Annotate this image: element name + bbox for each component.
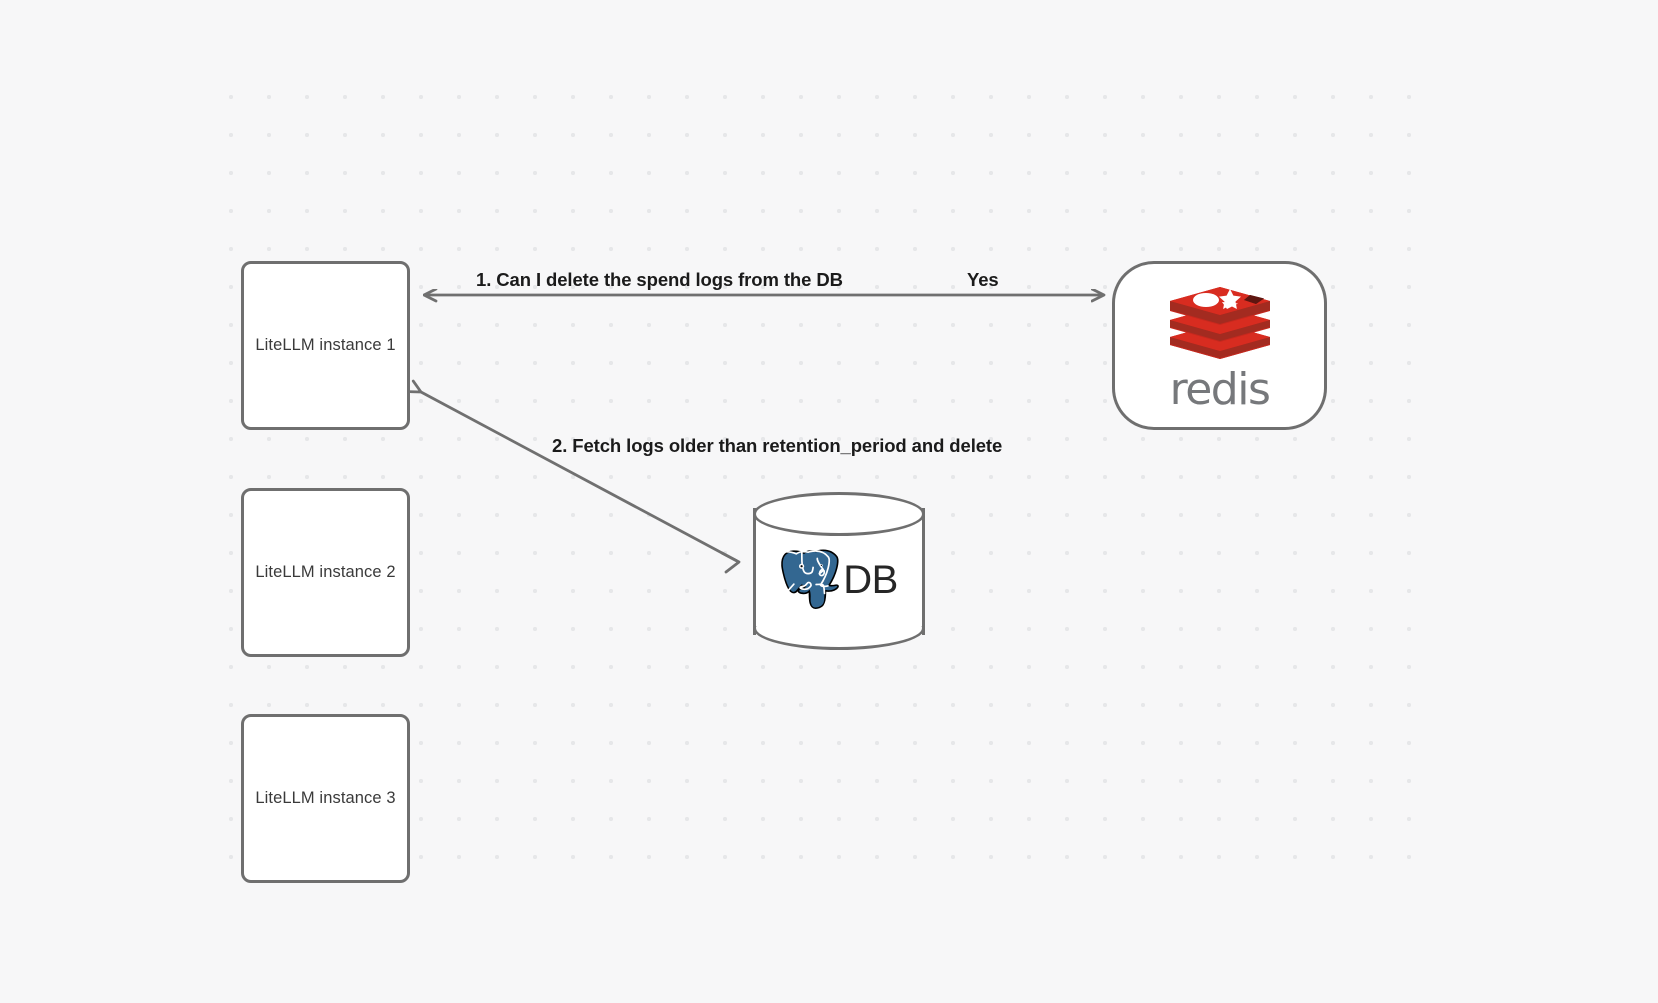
redis-wordmark: redis xyxy=(1169,364,1271,415)
edge-label-2: 2. Fetch logs older than retention_perio… xyxy=(552,435,1003,456)
node-label: LiteLLM instance 2 xyxy=(255,563,396,581)
edge-label-1-response: Yes xyxy=(967,269,999,290)
edge-instance1-db xyxy=(421,392,741,574)
postgresql-elephant-icon xyxy=(774,546,842,615)
redis-logo-wrap: redis xyxy=(1166,275,1274,412)
database-content: DB xyxy=(753,536,925,624)
node-label: LiteLLM instance 1 xyxy=(255,336,396,354)
node-litellm-instance-3[interactable]: LiteLLM instance 3 xyxy=(241,714,410,883)
node-redis[interactable]: redis xyxy=(1112,261,1327,430)
database-label: DB xyxy=(843,558,898,602)
edge-label-1: 1. Can I delete the spend logs from the … xyxy=(476,269,843,290)
node-litellm-instance-2[interactable]: LiteLLM instance 2 xyxy=(241,488,410,657)
node-label: LiteLLM instance 3 xyxy=(255,789,396,807)
node-database[interactable]: DB xyxy=(753,492,925,650)
node-litellm-instance-1[interactable]: LiteLLM instance 1 xyxy=(241,261,410,430)
cylinder-top-ellipse xyxy=(753,492,925,536)
redis-logo-icon xyxy=(1166,275,1274,364)
